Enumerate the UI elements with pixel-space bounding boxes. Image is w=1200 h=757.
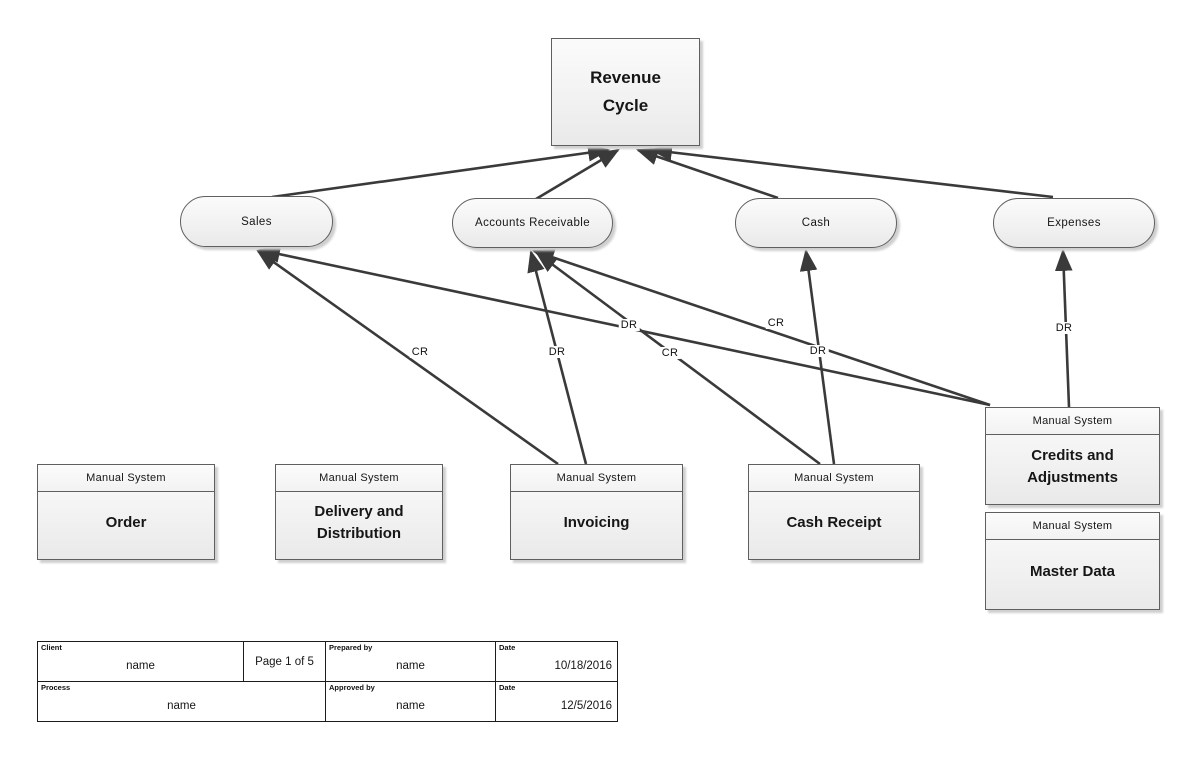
edge-sales-revenue-cycle[interactable] <box>271 144 611 199</box>
node-header: Manual System <box>276 465 442 492</box>
node-label: Sales <box>241 215 272 228</box>
approved-by-value: name <box>396 699 425 712</box>
title-block-approved-cell: Approved by name <box>325 681 496 722</box>
edge-label-invoicing-sales: CR <box>409 346 431 358</box>
client-label: Client <box>41 643 62 652</box>
node-delivery-and-distribution[interactable]: Manual System Delivery and Distribution <box>275 464 443 560</box>
node-accounts-receivable[interactable]: Accounts Receivable <box>452 198 613 248</box>
node-header: Manual System <box>749 465 919 492</box>
edge-label-invoicing-accounts-receivable: DR <box>546 346 568 358</box>
node-cash[interactable]: Cash <box>735 198 897 248</box>
node-label: Order <box>105 513 147 531</box>
process-label: Process <box>41 683 71 692</box>
node-header: Manual System <box>38 465 214 492</box>
edge-invoicing-accounts-receivable[interactable] <box>527 249 588 465</box>
edge-label-credits-adjustments-accounts-receivable: CR <box>765 317 787 329</box>
node-master-data[interactable]: Manual System Master Data <box>985 512 1160 610</box>
client-value: name <box>126 659 155 672</box>
node-label: Cash <box>801 217 831 229</box>
node-label: Delivery and Distribution <box>314 502 404 542</box>
prepared-by-label: Prepared by <box>329 643 373 652</box>
edge-label-cash-receipt-accounts-receivable: CR <box>659 347 681 359</box>
approved-by-label: Approved by <box>329 683 375 692</box>
node-header: Manual System <box>986 513 1159 540</box>
title-block-client-cell: Client name <box>37 641 244 682</box>
title-block: Client name Page 1 of 5 Prepared by name… <box>37 641 618 722</box>
node-order[interactable]: Manual System Order <box>37 464 215 560</box>
node-label: Invoicing <box>563 513 630 531</box>
node-label: Revenue Cycle <box>590 67 661 115</box>
node-label: Cash Receipt <box>786 513 882 531</box>
prepared-by-value: name <box>396 659 425 672</box>
node-credits-and-adjustments[interactable]: Manual System Credits and Adjustments <box>985 407 1160 505</box>
title-block-date2-cell: Date 12/5/2016 <box>495 681 618 722</box>
node-revenue-cycle[interactable]: Revenue Cycle <box>551 38 700 146</box>
node-invoicing[interactable]: Manual System Invoicing <box>510 464 683 560</box>
node-expenses[interactable]: Expenses <box>993 198 1155 248</box>
page-indicator: Page 1 of 5 <box>255 655 314 668</box>
node-sales[interactable]: Sales <box>180 196 333 247</box>
node-label: Expenses <box>1047 217 1101 229</box>
title-block-date1-cell: Date 10/18/2016 <box>495 641 618 682</box>
date-value: 10/18/2016 <box>554 659 612 672</box>
title-block-page-cell: Page 1 of 5 <box>243 641 326 682</box>
edge-credits-adjustments-accounts-receivable[interactable] <box>531 248 991 407</box>
edge-accounts-receivable-revenue-cycle[interactable] <box>535 148 620 201</box>
edge-expenses-revenue-cycle[interactable] <box>649 143 1054 199</box>
process-value: name <box>167 699 196 712</box>
date-label: Date <box>499 643 516 652</box>
node-header: Manual System <box>511 465 682 492</box>
date-value: 12/5/2016 <box>560 699 612 712</box>
node-header: Manual System <box>986 408 1159 435</box>
edge-invoicing-sales[interactable] <box>256 249 559 466</box>
node-label: Accounts Receivable <box>475 217 590 229</box>
title-block-prepared-cell: Prepared by name <box>325 641 496 682</box>
edge-label-credits-adjustments-sales: DR <box>618 319 640 331</box>
edge-label-credits-adjustments-expenses: DR <box>1053 322 1075 334</box>
node-cash-receipt[interactable]: Manual System Cash Receipt <box>748 464 920 560</box>
date-label: Date <box>499 683 516 692</box>
node-label: Credits and Adjustments <box>1027 446 1118 486</box>
edge-label-cash-receipt-cash: DR <box>807 345 829 357</box>
node-label: Master Data <box>1029 562 1116 580</box>
edge-cash-receipt-cash[interactable] <box>799 248 836 465</box>
title-block-process-cell: Process name <box>37 681 326 722</box>
